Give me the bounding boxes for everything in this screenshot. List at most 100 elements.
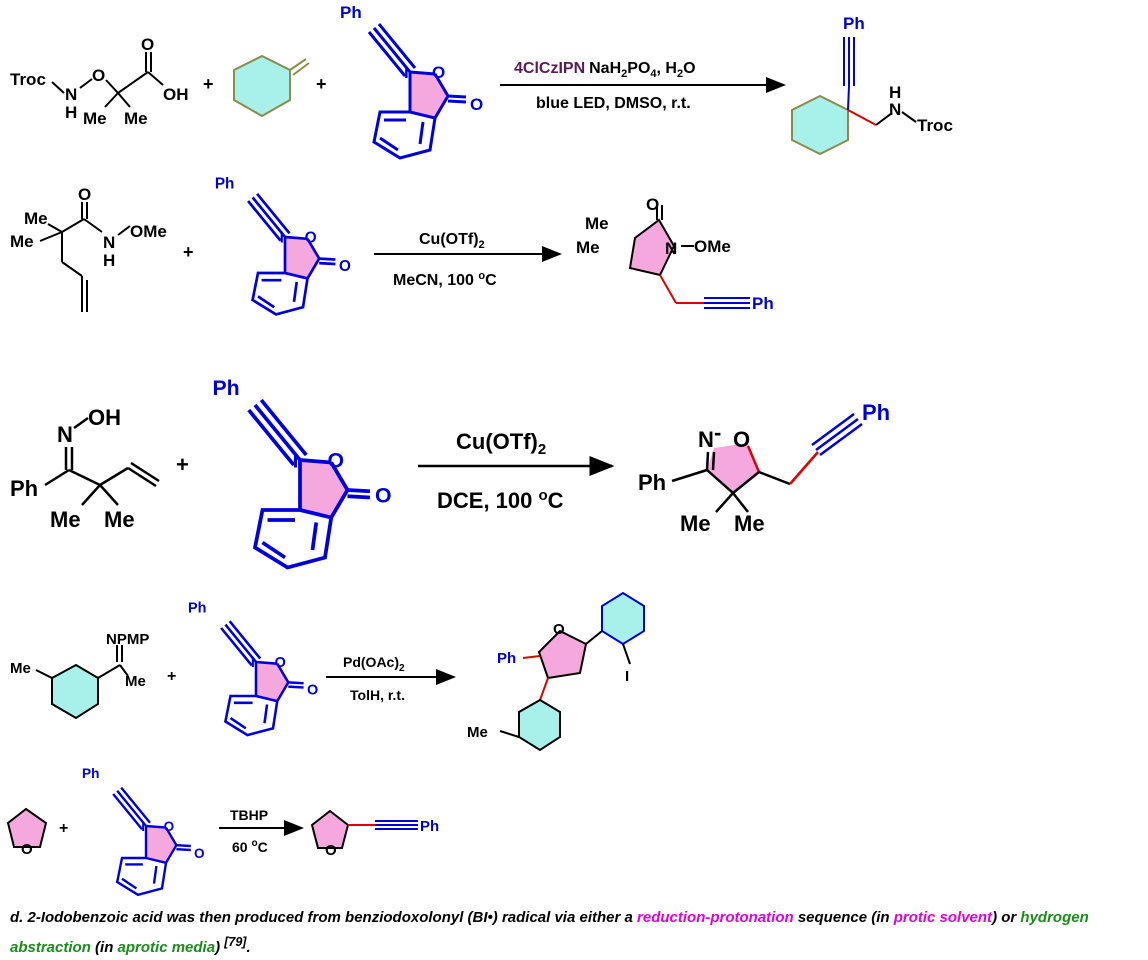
n-pmp-ketimine: Me NPMP Me <box>10 631 149 720</box>
ring-o-label: O <box>733 427 750 452</box>
methylenecyclohexane <box>233 54 310 118</box>
plus-sign: + <box>176 452 189 477</box>
phenylethynyl-bi-reagent: Ph I O O <box>215 175 351 316</box>
product-4-furan: O Ph Me I <box>467 591 645 752</box>
furan-o-label: O <box>553 621 565 638</box>
ph-label: Ph <box>843 14 865 33</box>
reaction-2: Me Me O N H OMe + Ph I O O Cu <box>10 175 774 316</box>
conditions-reagent: Cu(OTf)2 <box>419 231 485 251</box>
me-label-1: Me <box>680 511 711 536</box>
phenylethynyl-bi-reagent: Ph I O O <box>340 3 483 160</box>
me-label: Me <box>125 673 146 690</box>
plus-sign: + <box>203 74 214 94</box>
ph-label: Ph <box>638 470 666 495</box>
ome-label: OMe <box>130 222 167 241</box>
ring-o-label: O <box>432 63 445 82</box>
product-5-alkynyl-thf: O Ph <box>310 809 439 859</box>
thf-o-label: O <box>325 842 337 859</box>
conditions-3: Cu(OTf)2 DCE, 100 oC <box>418 429 615 513</box>
conditions-4: Pd(OAc)2 TolH, r.t. <box>326 654 456 703</box>
conditions-5: TBHP 60 oC <box>219 807 304 855</box>
caption-highlight-reduction: reduction-protonation <box>637 909 794 926</box>
troc-label: Troc <box>917 116 953 135</box>
carbonyl-o-label: O <box>78 185 91 204</box>
carbonyl-o-label: O <box>141 35 154 54</box>
product-1: Ph H N Troc <box>791 14 953 156</box>
carbonyl-o-label: O <box>646 195 659 214</box>
carbonyl-o-label: O <box>307 682 318 698</box>
me-label-1: Me <box>585 214 609 233</box>
carbonyl-o-label: O <box>470 95 483 114</box>
ring-o-label: O <box>328 449 345 473</box>
conditions-reagent: Pd(OAc)2 <box>343 654 405 674</box>
phenylethynyl-bi-reagent: Ph I O O <box>82 766 205 896</box>
lactam-n-label: N <box>665 239 677 258</box>
ring-n-label: N <box>698 427 714 452</box>
conditions-line-2: TolH, r.t. <box>350 687 405 703</box>
ring-o-label: O <box>275 655 286 671</box>
thf-o-label: O <box>21 841 33 858</box>
me-label-2: Me <box>124 109 148 128</box>
oh-label: OH <box>163 85 189 104</box>
me-label-2: Me <box>576 238 600 257</box>
plus-sign: + <box>59 820 68 837</box>
iodine-label: I <box>280 229 284 246</box>
reaction-scheme: Troc N H O O OH Me Me + + Ph <box>6 3 953 896</box>
caption-highlight-aprotic: aprotic media <box>117 939 216 956</box>
phenylethynyl-bi-reagent: Ph I O O <box>213 376 392 570</box>
reaction-4: Me NPMP Me + Ph I O O Pd(OAc)2 TolH, r.t… <box>10 591 645 752</box>
ph-label: Ph <box>215 175 235 192</box>
plus-sign: + <box>183 242 194 262</box>
caption-highlight-hydrogen: hydrogen abstraction <box>10 909 1089 956</box>
conditions-line-2: DCE, 100 oC <box>437 487 564 513</box>
conditions-2: Cu(OTf)2 MeCN, 100 oC <box>374 231 562 289</box>
me-label-1: Me <box>50 507 81 532</box>
reaction-3: N OH Ph Me Me + Ph I O O Cu(OTf)2 <box>10 376 890 570</box>
me-label-2: Me <box>104 507 135 532</box>
troc-label: Troc <box>10 70 46 89</box>
iodine-label: I <box>251 655 255 671</box>
nh-n-label: N <box>65 85 77 104</box>
nh-n-label: N <box>103 233 115 252</box>
reaction-5: O + Ph I O O TBHP 60 oC O Ph <box>6 766 439 896</box>
caption-reference: [79] <box>224 935 247 949</box>
nh-h-label: H <box>103 251 115 270</box>
carbonyl-o-label: O <box>339 258 351 275</box>
troc-amino-oxy-acid: Troc N H O O OH Me Me <box>10 35 189 128</box>
plus-sign: + <box>167 668 176 685</box>
nh-h-label: H <box>889 83 901 102</box>
ph-label: Ph <box>340 3 362 22</box>
conditions-line-2: 60 oC <box>232 838 268 855</box>
ph-label: Ph <box>862 400 890 425</box>
iodine-label: I <box>625 668 629 685</box>
ether-o-label: O <box>92 66 105 85</box>
iodine-label: I <box>141 819 145 834</box>
tetrahydrofuran: O <box>6 807 48 858</box>
me-label-2: Me <box>734 511 765 536</box>
product-3-isoxazoline: N - O Ph Me Me Ph <box>638 400 890 536</box>
ome-label: OMe <box>694 237 731 256</box>
me-label: Me <box>10 660 31 677</box>
reaction-1: Troc N H O O OH Me Me + + Ph <box>10 3 953 160</box>
figure-caption: d. 2-Iodobenzoic acid was then produced … <box>10 909 1089 956</box>
nh-n-label: N <box>889 100 901 119</box>
conditions-reagent: Cu(OTf)2 <box>456 429 546 458</box>
oxime-substrate: N OH Ph Me Me <box>10 405 160 532</box>
oh-label: OH <box>88 405 121 430</box>
carbonyl-o-label: O <box>194 846 205 861</box>
nh-h-label: H <box>65 103 77 122</box>
npmp-label: NPMP <box>106 631 149 648</box>
ring-dash: - <box>714 420 721 445</box>
carbonyl-o-label: O <box>375 484 392 508</box>
conditions-reagent: TBHP <box>230 807 268 823</box>
ph-label: Ph <box>752 294 774 313</box>
iodine-label: I <box>293 449 299 473</box>
ph-label: Ph <box>497 650 516 667</box>
caption-highlight-protic: protic solvent <box>893 909 993 926</box>
ph-label: Ph <box>10 476 38 501</box>
ring-o-label: O <box>164 819 175 834</box>
oxime-n-label: N <box>57 422 73 447</box>
n-methoxy-pentenamide: Me Me O N H OMe <box>10 185 167 312</box>
iodine-label: I <box>404 63 409 82</box>
